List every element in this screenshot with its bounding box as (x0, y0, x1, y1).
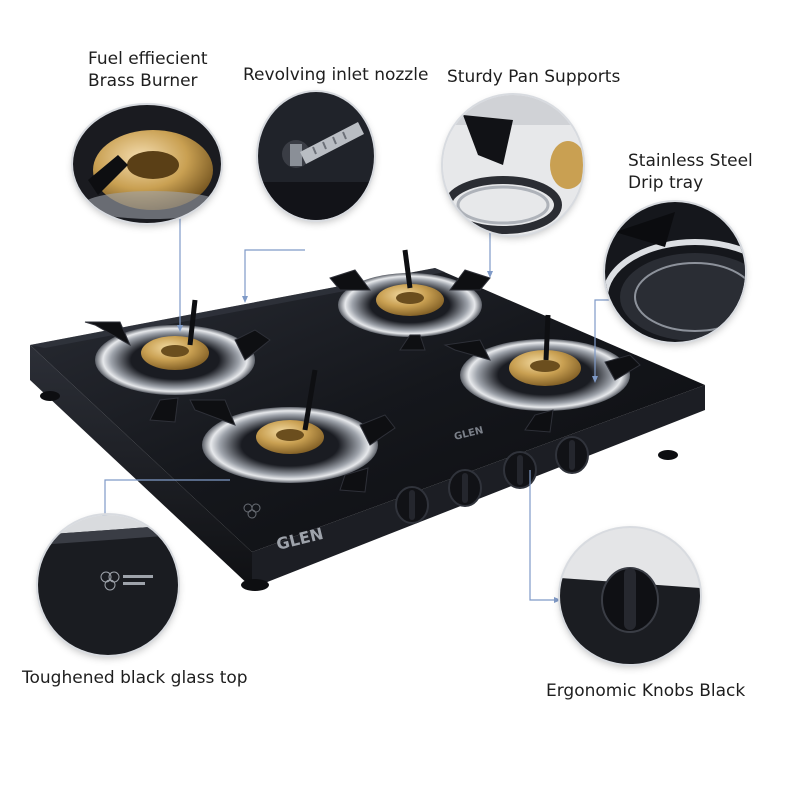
label-pan-supports-text: Sturdy Pan Supports (447, 67, 621, 87)
callout-drip-tray (605, 202, 745, 342)
callout-knobs (560, 528, 700, 664)
callout-inlet-nozzle (258, 92, 374, 220)
label-drip-tray: Stainless Steel Drip tray (628, 150, 753, 194)
label-inlet-nozzle-text: Revolving inlet nozzle (243, 65, 429, 85)
burner-right (443, 314, 641, 433)
control-knobs (395, 436, 589, 524)
label-glass-top: Toughened black glass top (22, 667, 248, 689)
label-drip-tray-line2: Drip tray (628, 173, 704, 193)
callout-brass-burner (73, 105, 221, 223)
callout-pan-supports (443, 95, 583, 235)
label-pan-supports: Sturdy Pan Supports (447, 66, 620, 88)
burner-back (329, 249, 491, 351)
glass-logo-mark (243, 503, 261, 519)
stove-front-side (30, 345, 252, 588)
label-knobs-text: Ergonomic Knobs Black (546, 681, 746, 701)
label-brass-burner: Fuel effiecient Brass Burner (88, 48, 208, 92)
label-inlet-nozzle: Revolving inlet nozzle (243, 64, 428, 86)
label-glass-top-text: Toughened black glass top (22, 668, 248, 688)
burner-left (84, 299, 271, 423)
callout-glass-top (38, 515, 178, 655)
label-knobs: Ergonomic Knobs Black (546, 680, 745, 702)
burner-front (189, 369, 396, 493)
label-brass-burner-line1: Fuel effiecient (88, 49, 208, 69)
label-brass-burner-line2: Brass Burner (88, 71, 198, 91)
label-drip-tray-line1: Stainless Steel (628, 151, 753, 171)
